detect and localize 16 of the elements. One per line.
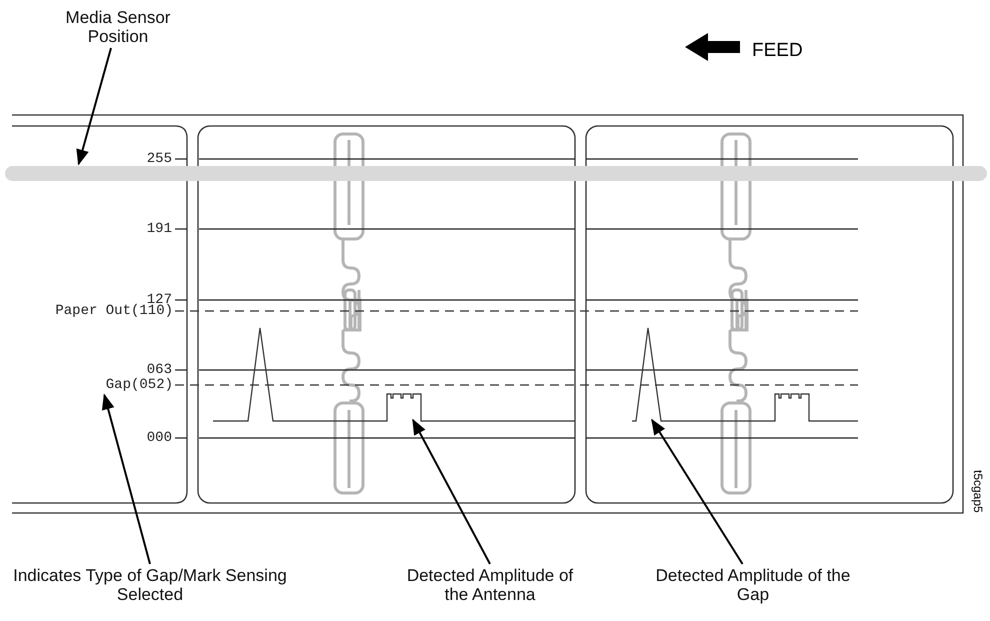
- callout-text: Detected Amplitude of the Antenna: [400, 566, 580, 604]
- leader-arrow: [651, 418, 744, 565]
- direction-label: FEED: [752, 40, 803, 62]
- callout-text: Indicates Type of Gap/Mark Sensing Selected: [10, 566, 290, 604]
- leader-arrow: [412, 418, 491, 564]
- axis-label: Gap(052): [95, 377, 173, 393]
- callout-text: Media Sensor Position: [48, 8, 188, 46]
- axis-value: 063: [146, 362, 172, 378]
- axis-value: 000: [146, 430, 172, 446]
- sensor-position-bar: [5, 166, 987, 181]
- callout-text: Detected Amplitude of the Gap: [648, 566, 858, 604]
- figure-id: t5cgap5: [971, 470, 985, 513]
- axis-value: 191: [146, 221, 172, 237]
- leader-arrow: [102, 393, 151, 564]
- leader-arrow: [76, 48, 112, 166]
- axis-value: 255: [146, 151, 172, 167]
